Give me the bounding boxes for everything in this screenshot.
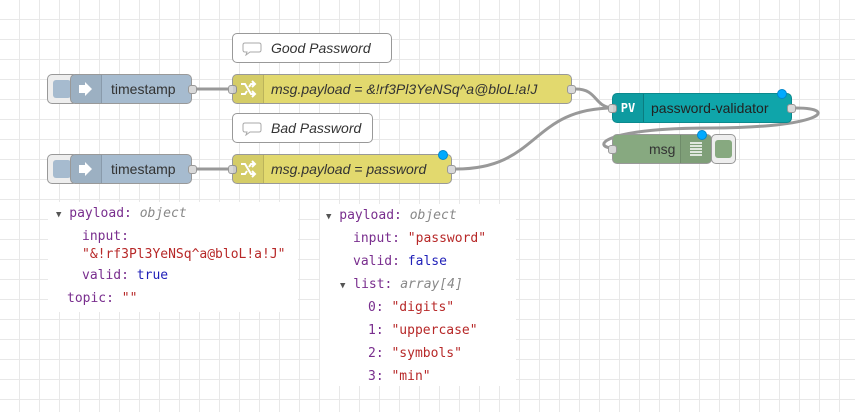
wire-change2-validator bbox=[455, 106, 615, 171]
input-port[interactable] bbox=[608, 104, 617, 113]
input-port[interactable] bbox=[608, 145, 617, 154]
output-port[interactable] bbox=[567, 85, 576, 94]
debug-output-right: ▼ payload: object input: "password" vali… bbox=[320, 204, 516, 386]
list-icon bbox=[680, 135, 711, 163]
change-node-good-password[interactable]: msg.payload = &!rf3Pl3YeNSq^a@bloL!a!J bbox=[228, 74, 576, 104]
comment-icon bbox=[242, 122, 262, 136]
comment-bad-password[interactable]: Bad Password bbox=[232, 113, 373, 143]
debug-node-msg[interactable]: msg bbox=[608, 130, 712, 164]
comment-icon bbox=[242, 42, 262, 56]
arrow-in-icon bbox=[71, 155, 102, 183]
node-label: password-validator bbox=[651, 100, 769, 116]
comment-label: Good Password bbox=[271, 40, 371, 56]
comment-label: Bad Password bbox=[271, 120, 362, 136]
pv-icon: PV bbox=[613, 94, 644, 122]
changed-indicator bbox=[697, 130, 707, 140]
caret-down-icon[interactable]: ▼ bbox=[340, 281, 346, 291]
node-label: msg bbox=[649, 141, 676, 157]
inject-node-timestamp-2[interactable]: timestamp bbox=[70, 154, 197, 184]
node-label: timestamp bbox=[111, 161, 176, 177]
node-label: msg.payload = password bbox=[271, 161, 427, 177]
comment-good-password[interactable]: Good Password bbox=[232, 33, 392, 63]
input-port[interactable] bbox=[228, 165, 237, 174]
node-label: timestamp bbox=[111, 81, 176, 97]
debug-output-left: ▼ payload: object input: "&!rf3Pl3YeNSq^… bbox=[48, 202, 298, 312]
changed-indicator bbox=[777, 89, 787, 99]
wire-validator-debug bbox=[602, 106, 820, 150]
change-node-bad-password[interactable]: msg.payload = password bbox=[228, 150, 456, 184]
inject-node-timestamp-1[interactable]: timestamp bbox=[70, 74, 197, 104]
node-label: msg.payload = &!rf3Pl3YeNSq^a@bloL!a!J bbox=[271, 81, 538, 97]
changed-indicator bbox=[438, 150, 448, 160]
shuffle-icon bbox=[233, 75, 264, 103]
caret-down-icon[interactable]: ▼ bbox=[56, 210, 62, 220]
password-validator-node[interactable]: PV password-validator bbox=[608, 89, 796, 123]
output-port[interactable] bbox=[188, 165, 197, 174]
output-port[interactable] bbox=[787, 104, 796, 113]
debug-toggle-button[interactable] bbox=[711, 134, 736, 164]
output-port[interactable] bbox=[188, 85, 197, 94]
input-port[interactable] bbox=[228, 85, 237, 94]
shuffle-icon bbox=[233, 155, 264, 183]
output-port[interactable] bbox=[447, 165, 456, 174]
arrow-in-icon bbox=[71, 75, 102, 103]
caret-down-icon[interactable]: ▼ bbox=[326, 212, 332, 222]
